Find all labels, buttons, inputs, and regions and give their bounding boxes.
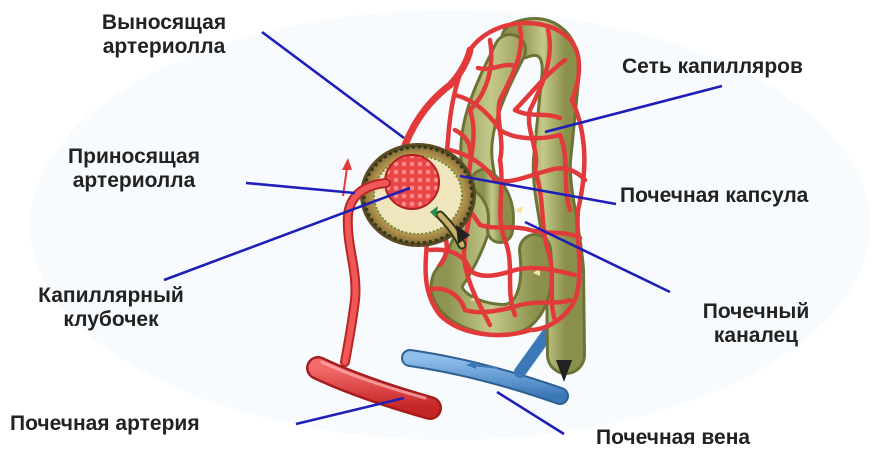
label-tubule-line2: каналец bbox=[666, 324, 846, 348]
label-capillary-network: Сеть капилляров bbox=[622, 55, 803, 79]
label-renal-artery: Почечная артерия bbox=[10, 412, 200, 436]
label-efferent-line1: Выносящая bbox=[74, 11, 254, 35]
capillary-glomerulus bbox=[385, 155, 439, 209]
label-renal-tubule: Почечный каналец bbox=[666, 300, 846, 348]
label-tubule-line1: Почечный bbox=[666, 300, 846, 324]
label-afferent-arteriole: Приносящая артериолла bbox=[34, 145, 234, 193]
label-afferent-line2: артериолла bbox=[34, 169, 234, 193]
label-renal-capsule: Почечная капсула bbox=[620, 184, 808, 208]
label-afferent-line1: Приносящая bbox=[34, 145, 234, 169]
label-efferent-arteriole: Выносящая артериолла bbox=[74, 11, 254, 59]
label-glomerulus: Капиллярный клубочек bbox=[6, 284, 216, 332]
label-renal-vein: Почечная вена bbox=[596, 426, 750, 450]
label-glomerulus-line1: Капиллярный bbox=[6, 284, 216, 308]
label-efferent-line2: артериолла bbox=[74, 35, 254, 59]
label-glomerulus-line2: клубочек bbox=[6, 308, 216, 332]
